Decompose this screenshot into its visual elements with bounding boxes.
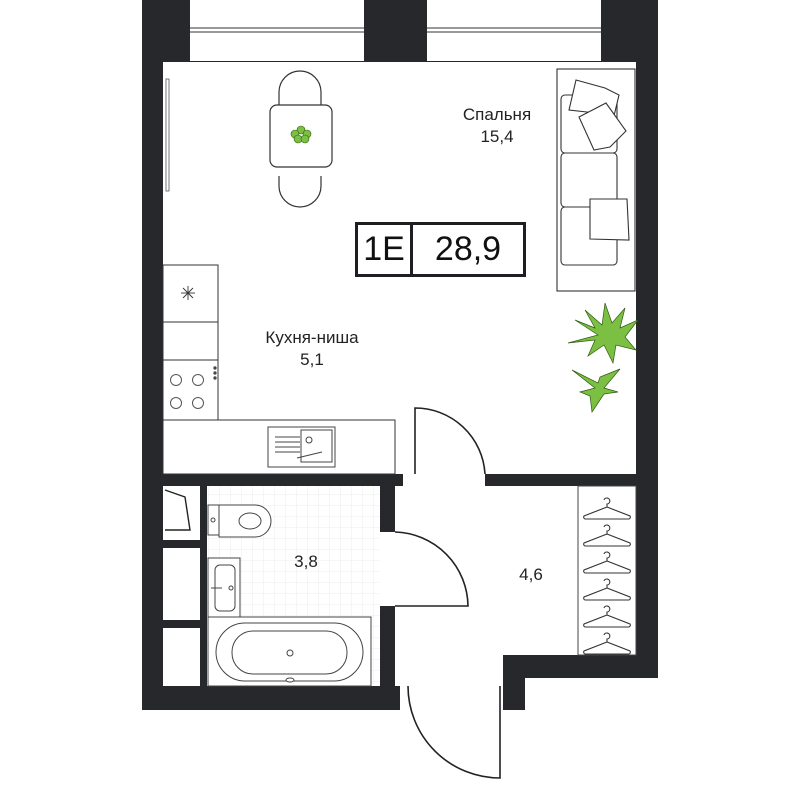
apartment-badge: 1E 28,9 [355,222,526,277]
plant-small-icon [571,368,621,413]
plant-large-icon [567,302,639,365]
hanger-icon [583,551,631,574]
sofa [556,68,636,292]
room-bathroom-label: 3,8 [294,551,318,573]
bathroom-door[interactable] [394,531,469,607]
room-door[interactable] [414,407,486,475]
hanger-icon [583,578,631,601]
wall-mirror [165,78,170,192]
fridge-snowflake-icon [181,286,195,300]
kitchen-sink-icon [267,426,336,468]
hanger-icon [583,605,631,628]
hanger-icon [583,524,631,547]
apartment-type: 1E [358,225,413,274]
stove-burners-icon [170,366,217,409]
room-area: 3,8 [294,552,318,571]
entrance-door[interactable] [407,685,501,779]
room-name: Спальня [462,105,532,124]
window-right [427,0,601,61]
hangers [583,497,631,655]
room-bedroom-label: Спальня 15,4 [463,104,531,148]
hanger-icon [583,632,631,655]
hanger-icon [583,497,631,520]
room-area: 4,6 [519,565,543,584]
apartment-total-area: 28,9 [434,230,502,268]
bathtub-icon [207,616,372,687]
toilet-icon [207,504,272,538]
washbasin-icon [207,557,241,619]
table-plant-icon [290,125,312,144]
room-kitchen-label: Кухня-ниша 5,1 [265,327,358,371]
wardrobe [577,485,637,656]
laundry-niche [164,489,191,531]
room-area: 5,1 [300,350,324,369]
window-left [190,0,364,61]
room-name: Кухня-ниша [265,328,359,347]
room-area: 15,4 [480,127,514,146]
room-hall-label: 4,6 [519,564,543,586]
